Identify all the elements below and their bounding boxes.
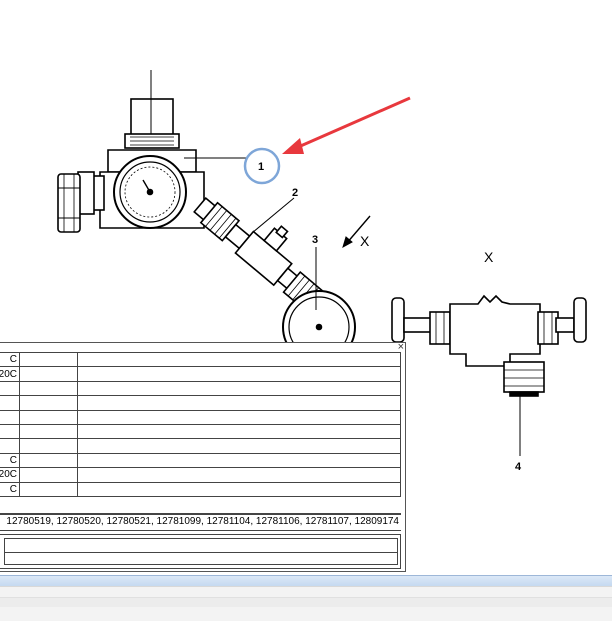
table-cell: 20C: [0, 366, 20, 382]
table-cell: [77, 380, 401, 397]
table-cell: [77, 481, 401, 497]
table-cell: [19, 481, 78, 497]
highlight-circle: [243, 147, 281, 185]
table-row: C: [0, 351, 401, 368]
table-cell: [77, 366, 401, 382]
table-cell: [77, 423, 401, 440]
table-cell: C: [0, 351, 20, 368]
table-row: C: [0, 481, 401, 497]
table-row: 20C: [0, 467, 401, 483]
cell-text: 20C: [0, 368, 17, 380]
table-cell: [77, 438, 401, 454]
table-cell: [19, 409, 78, 425]
table-row: 20C: [0, 366, 401, 382]
cell-text: 20C: [0, 469, 17, 481]
table-cell: [0, 409, 20, 425]
callout-4: 4: [515, 461, 522, 473]
table-cell: [19, 438, 78, 454]
callout-2: 2: [292, 187, 298, 199]
table-cell: [77, 452, 401, 469]
table-row: C: [0, 452, 401, 469]
bottom-bar: [0, 586, 612, 621]
callout-1: 1: [258, 161, 264, 173]
part-numbers-row: 12780519, 12780520, 12780521, 12781099, …: [0, 513, 401, 531]
table-cell: [0, 380, 20, 397]
annotation-arrow: [282, 96, 411, 154]
table-row: [0, 438, 401, 454]
table-cell: C: [0, 452, 20, 469]
part-numbers-text: 12780519, 12780520, 12780521, 12781099, …: [6, 516, 399, 527]
table-cell: [19, 366, 78, 382]
table-row: [0, 380, 401, 397]
parts-table: C 20C C 20C C: [0, 351, 401, 497]
table-cell: [0, 423, 20, 440]
close-icon[interactable]: ×: [397, 341, 404, 353]
view-label: X: [484, 249, 494, 265]
table-cell: [19, 467, 78, 483]
table-cell: C: [0, 481, 20, 497]
table-cell: [77, 395, 401, 411]
table-cell: [0, 395, 20, 411]
parts-panel: × C 20C C 20C C 12780519, 12780520, 12780521…: [0, 342, 406, 572]
cell-text: C: [9, 454, 17, 466]
callout-3: 3: [312, 234, 318, 246]
table-cell: 20C: [0, 467, 20, 483]
table-row: [0, 409, 401, 425]
table-row: [0, 423, 401, 440]
view-arrow-label: X: [360, 233, 370, 249]
table-cell: [19, 395, 78, 411]
cell-text: C: [9, 354, 17, 366]
table-cell: [19, 351, 78, 368]
lower-table: [0, 534, 401, 569]
table-cell: [19, 452, 78, 469]
table-row: [0, 395, 401, 411]
table-cell: [0, 438, 20, 454]
table-cell: [77, 409, 401, 425]
status-strip: [0, 575, 612, 586]
table-cell: [19, 423, 78, 440]
cell-text: C: [9, 483, 17, 495]
table-cell: [77, 351, 401, 368]
table-cell: [19, 380, 78, 397]
table-cell: [77, 467, 401, 483]
